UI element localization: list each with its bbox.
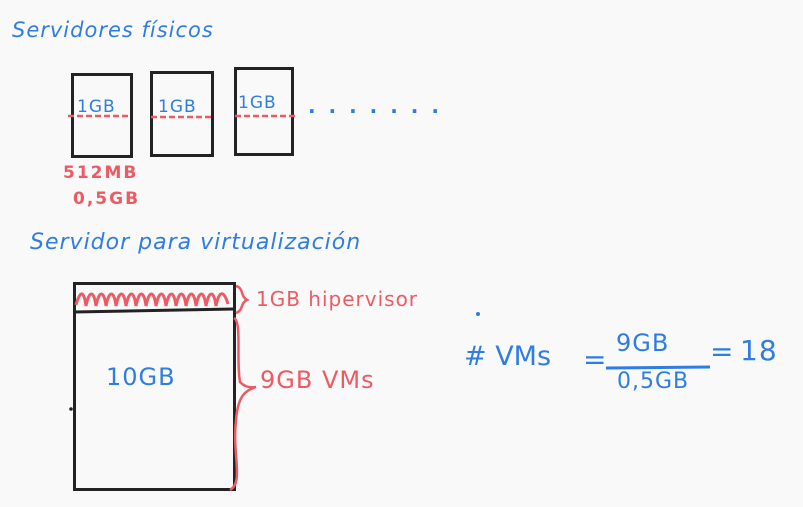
- formula-result: 18: [740, 334, 778, 367]
- physical-server-box-2: [150, 71, 214, 157]
- hypervisor-label: 1GB hipervisor: [256, 287, 419, 311]
- formula-equals-first: =: [583, 343, 608, 376]
- formula-numerator: 9GB: [616, 329, 670, 357]
- hypervisor-brace: [235, 284, 250, 315]
- stray-dot-center: [476, 312, 480, 316]
- more-servers-ellipsis: . . . . . . .: [308, 94, 442, 118]
- formula-fraction-bar: [605, 365, 711, 370]
- physical-server-box-2-label: 1GB: [158, 97, 197, 117]
- virtualization-server-heading: Servidor para virtualización: [30, 230, 362, 255]
- virtualization-server-total-label: 10GB: [106, 363, 176, 391]
- formula-lhs: # VMs: [464, 341, 552, 372]
- used-memory-mb-label: 512MB: [63, 163, 139, 183]
- physical-server-box-3: [234, 67, 294, 156]
- formula-equals-second: =: [710, 335, 735, 368]
- vms-memory-label: 9GB VMs: [260, 366, 375, 394]
- physical-server-box-3-label: 1GB: [238, 93, 277, 113]
- used-memory-gb-label: 0,5GB: [73, 189, 141, 209]
- physical-server-box-1-label: 1GB: [77, 97, 116, 117]
- formula-denominator: 0,5GB: [617, 369, 690, 394]
- physical-servers-heading: Servidores físicos: [12, 18, 214, 42]
